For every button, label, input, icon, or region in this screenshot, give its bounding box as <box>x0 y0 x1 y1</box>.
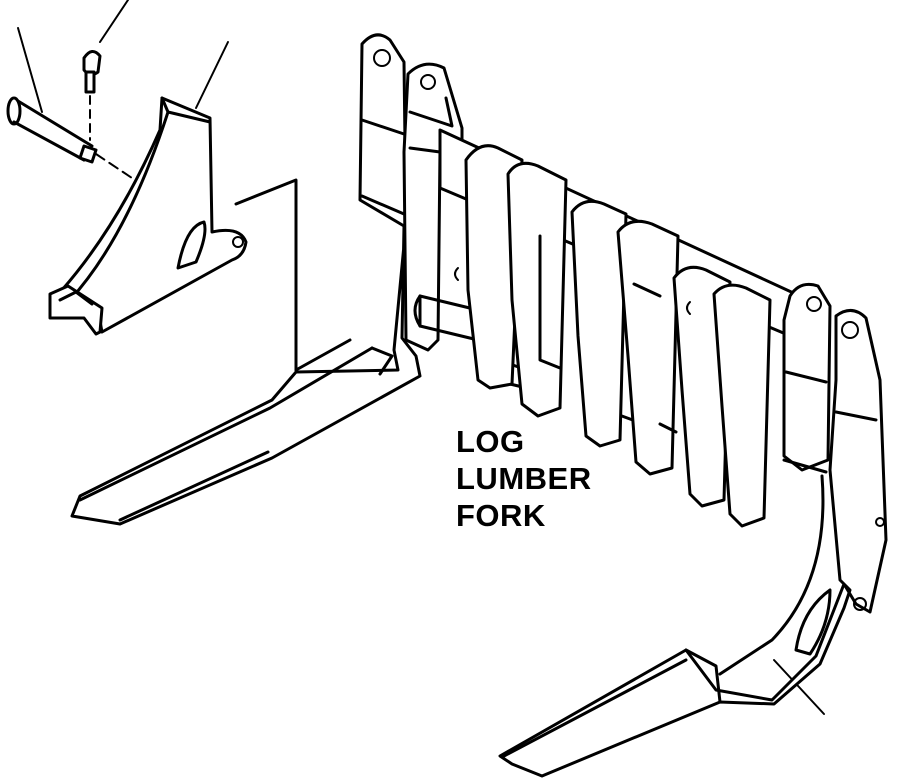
frame-outline <box>234 178 352 372</box>
caption-block: LOG LUMBER FORK <box>456 423 592 534</box>
caption-line-fork: FORK <box>456 498 546 533</box>
leader-line-right-tine <box>773 659 825 715</box>
leader-lines <box>17 0 825 715</box>
adapter-part <box>48 96 248 336</box>
caption-line-lumber: LUMBER <box>456 461 592 496</box>
leader-line-clip <box>99 0 129 43</box>
clip-part <box>82 50 102 141</box>
reference-marks <box>454 267 691 315</box>
leader-line-adapter <box>195 41 229 109</box>
right-upright <box>782 282 832 472</box>
left-tine <box>70 33 422 526</box>
right-tine <box>498 309 888 778</box>
pin-part <box>6 96 133 179</box>
left-upright <box>402 62 464 352</box>
leader-line-pin <box>17 27 43 113</box>
rib-brackets <box>464 144 772 528</box>
caption-line-log: LOG <box>456 424 525 459</box>
